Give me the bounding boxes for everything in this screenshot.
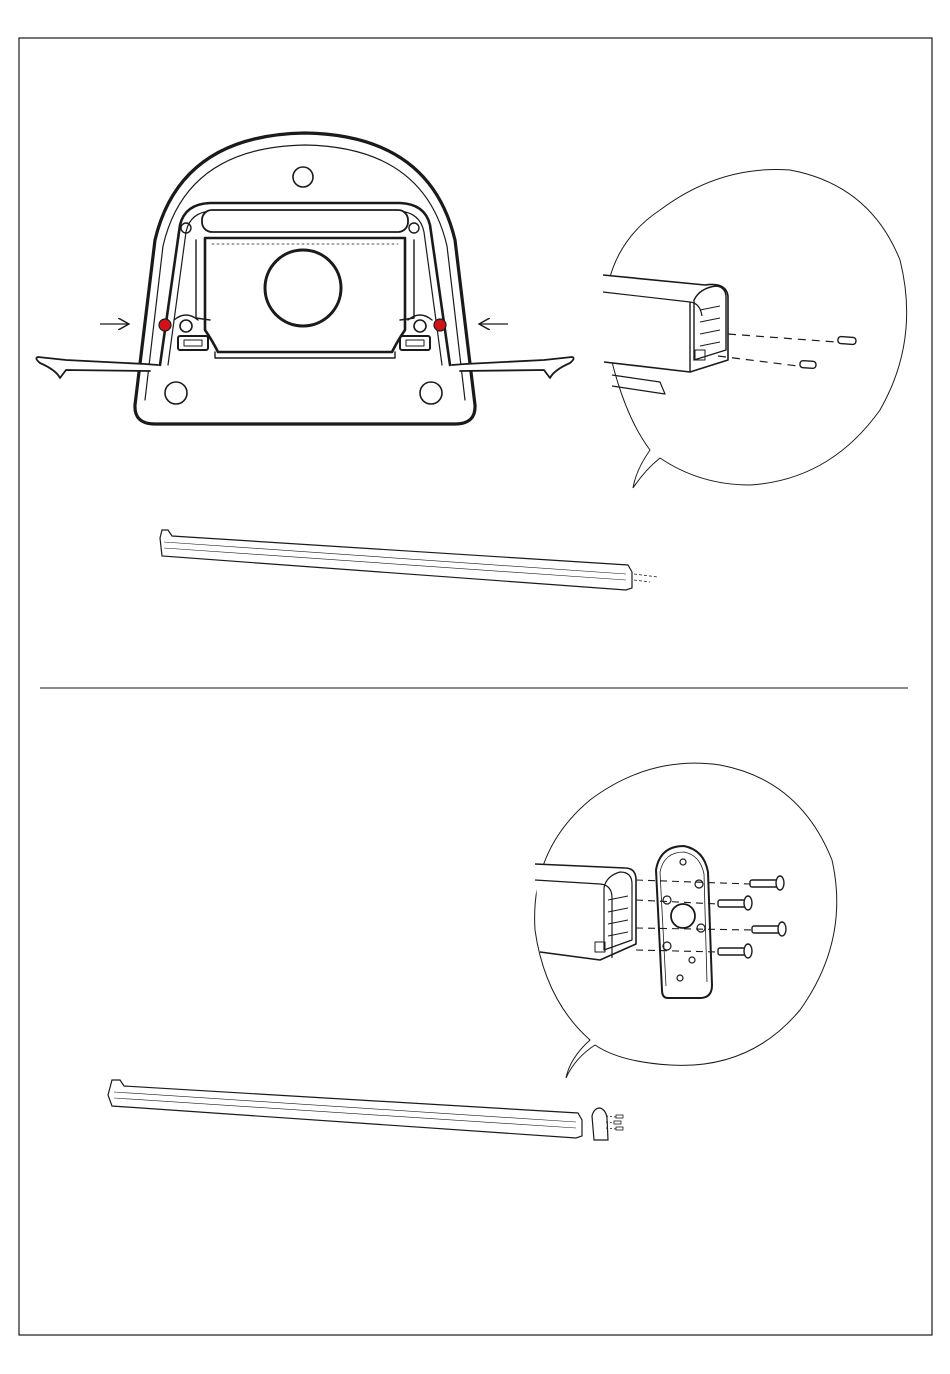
rail-overview-top — [160, 530, 658, 590]
end-cap-cross-section — [36, 133, 573, 424]
left-pin-hole-highlight — [159, 319, 171, 331]
rail-overview-bottom — [108, 1080, 623, 1140]
right-pin-hole-highlight — [434, 319, 446, 331]
